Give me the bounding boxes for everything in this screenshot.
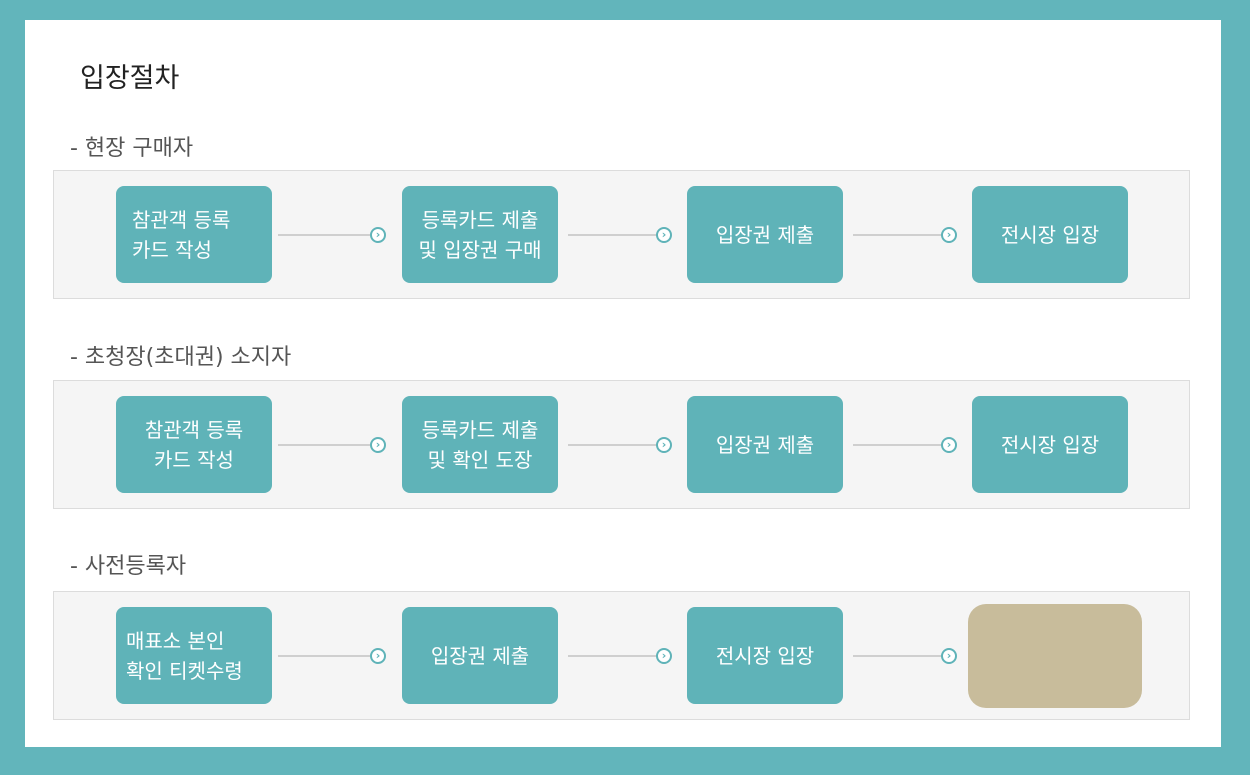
connector-line bbox=[278, 234, 370, 236]
step-1-label: 참관객 등록 카드 작성 bbox=[144, 417, 244, 472]
chevron-right-circle-icon: › bbox=[656, 227, 672, 243]
chevron-right-circle-icon: › bbox=[941, 437, 957, 453]
flow-panel-onsite: 참관객 등록 카드 작성 › 등록카드 제출 및 입장권 구매 › 입장권 제출… bbox=[53, 170, 1190, 299]
flow-panel-invitation: 참관객 등록 카드 작성 › 등록카드 제출 및 확인 도장 › 입장권 제출 … bbox=[53, 380, 1190, 509]
connector-line bbox=[568, 444, 660, 446]
step-4: 전시장 입장 bbox=[972, 186, 1128, 283]
step-2: 입장권 제출 bbox=[402, 607, 558, 704]
step-1-label: 매표소 본인 확인 티켓수령 bbox=[126, 628, 243, 683]
step-2: 등록카드 제출 및 확인 도장 bbox=[402, 396, 558, 493]
page-title: 입장절차 bbox=[80, 63, 180, 94]
connector-line bbox=[278, 655, 370, 657]
connector-line bbox=[853, 444, 945, 446]
connector-line bbox=[853, 655, 945, 657]
section-title-preregistered: - 사전등록자 bbox=[70, 554, 187, 579]
step-4-label: 전시장 입장 bbox=[1000, 432, 1100, 457]
step-2: 등록카드 제출 및 입장권 구매 bbox=[402, 186, 558, 283]
step-3: 전시장 입장 bbox=[687, 607, 843, 704]
chevron-right-circle-icon: › bbox=[370, 227, 386, 243]
step-1: 참관객 등록 카드 작성 bbox=[116, 396, 272, 493]
step-1-label: 참관객 등록 카드 작성 bbox=[132, 207, 231, 262]
step-2-label: 등록카드 제출 및 입장권 구매 bbox=[418, 207, 542, 262]
step-3: 입장권 제출 bbox=[687, 186, 843, 283]
section-title-onsite: - 현장 구매자 bbox=[70, 136, 194, 161]
chevron-right-circle-icon: › bbox=[656, 648, 672, 664]
step-3-label: 전시장 입장 bbox=[715, 643, 815, 668]
procedure-card: 입장절차 - 현장 구매자 참관객 등록 카드 작성 › 등록카드 제출 및 입… bbox=[25, 20, 1221, 747]
chevron-right-circle-icon: › bbox=[370, 437, 386, 453]
step-3: 입장권 제출 bbox=[687, 396, 843, 493]
chevron-right-circle-icon: › bbox=[941, 227, 957, 243]
step-2-label: 입장권 제출 bbox=[430, 643, 530, 668]
chevron-right-circle-icon: › bbox=[941, 648, 957, 664]
step-3-label: 입장권 제출 bbox=[715, 222, 815, 247]
step-1: 참관객 등록 카드 작성 bbox=[116, 186, 272, 283]
connector-line bbox=[853, 234, 945, 236]
section-title-invitation: - 초청장(초대권) 소지자 bbox=[70, 345, 292, 370]
chevron-right-circle-icon: › bbox=[656, 437, 672, 453]
step-4-label: 전시장 입장 bbox=[1000, 222, 1100, 247]
step-4: 전시장 입장 bbox=[972, 396, 1128, 493]
chevron-right-circle-icon: › bbox=[370, 648, 386, 664]
step-2-label: 등록카드 제출 및 확인 도장 bbox=[421, 417, 539, 472]
placeholder-box bbox=[968, 604, 1142, 708]
flow-panel-preregistered: 매표소 본인 확인 티켓수령 › 입장권 제출 › 전시장 입장 › bbox=[53, 591, 1190, 720]
step-1: 매표소 본인 확인 티켓수령 bbox=[116, 607, 272, 704]
connector-line bbox=[278, 444, 370, 446]
connector-line bbox=[568, 655, 660, 657]
connector-line bbox=[568, 234, 660, 236]
step-3-label: 입장권 제출 bbox=[715, 432, 815, 457]
